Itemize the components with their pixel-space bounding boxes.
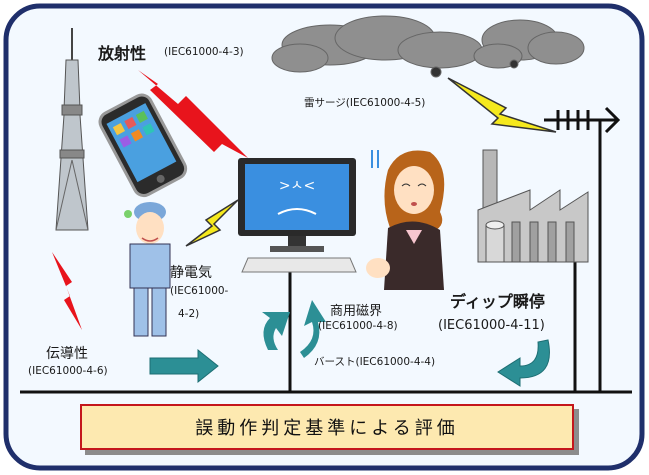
esd-lightning — [185, 199, 239, 247]
surge-label: 雷サージ(IEC61000-4-5) — [304, 97, 426, 109]
radiated-lightning — [138, 70, 248, 158]
magnetic-field-label: 商用磁界 — [330, 304, 383, 319]
smartphone-icon — [98, 93, 188, 198]
svg-text:>ㅅ<: >ㅅ< — [279, 178, 315, 194]
storm-cloud-icon — [271, 15, 585, 78]
magnetic-field-standard: (IEC61000-4-8) — [318, 320, 398, 332]
antenna-icon — [544, 106, 621, 134]
surge-lightning — [447, 77, 557, 133]
esd-standard-line1: (IEC61000- — [170, 285, 229, 297]
tv-tower-icon — [55, 28, 89, 231]
computer-icon: >ㅅ< — [238, 150, 379, 273]
esd-label: 静電気 — [170, 265, 212, 281]
radiated-label: 放射性 — [98, 44, 147, 63]
dip-arrow — [497, 339, 550, 387]
magnetic-field-arrow — [262, 300, 326, 358]
dip-label: ディップ瞬停 — [450, 292, 545, 311]
user-woman-icon — [366, 150, 445, 290]
worker-icon — [124, 202, 171, 337]
esd-standard-line2: 4-2) — [178, 308, 200, 320]
conducted-standard: (IEC61000-4-6) — [28, 365, 108, 377]
conducted-arrow — [149, 348, 219, 384]
burst-label: バースト(IEC61000-4-4) — [314, 356, 436, 368]
outer-frame — [3, 3, 645, 471]
dip-standard: (IEC61000-4-11) — [438, 318, 545, 333]
evaluation-title: 誤動作判定基準による評価 — [195, 418, 459, 439]
factory-icon — [477, 149, 589, 263]
radiated-standard: (IEC61000-4-3) — [164, 46, 244, 58]
conducted-lightning — [52, 252, 82, 330]
conducted-label: 伝導性 — [46, 346, 88, 362]
ground-lines — [20, 120, 632, 394]
evaluation-banner: 誤動作判定基準による評価 — [80, 404, 574, 450]
